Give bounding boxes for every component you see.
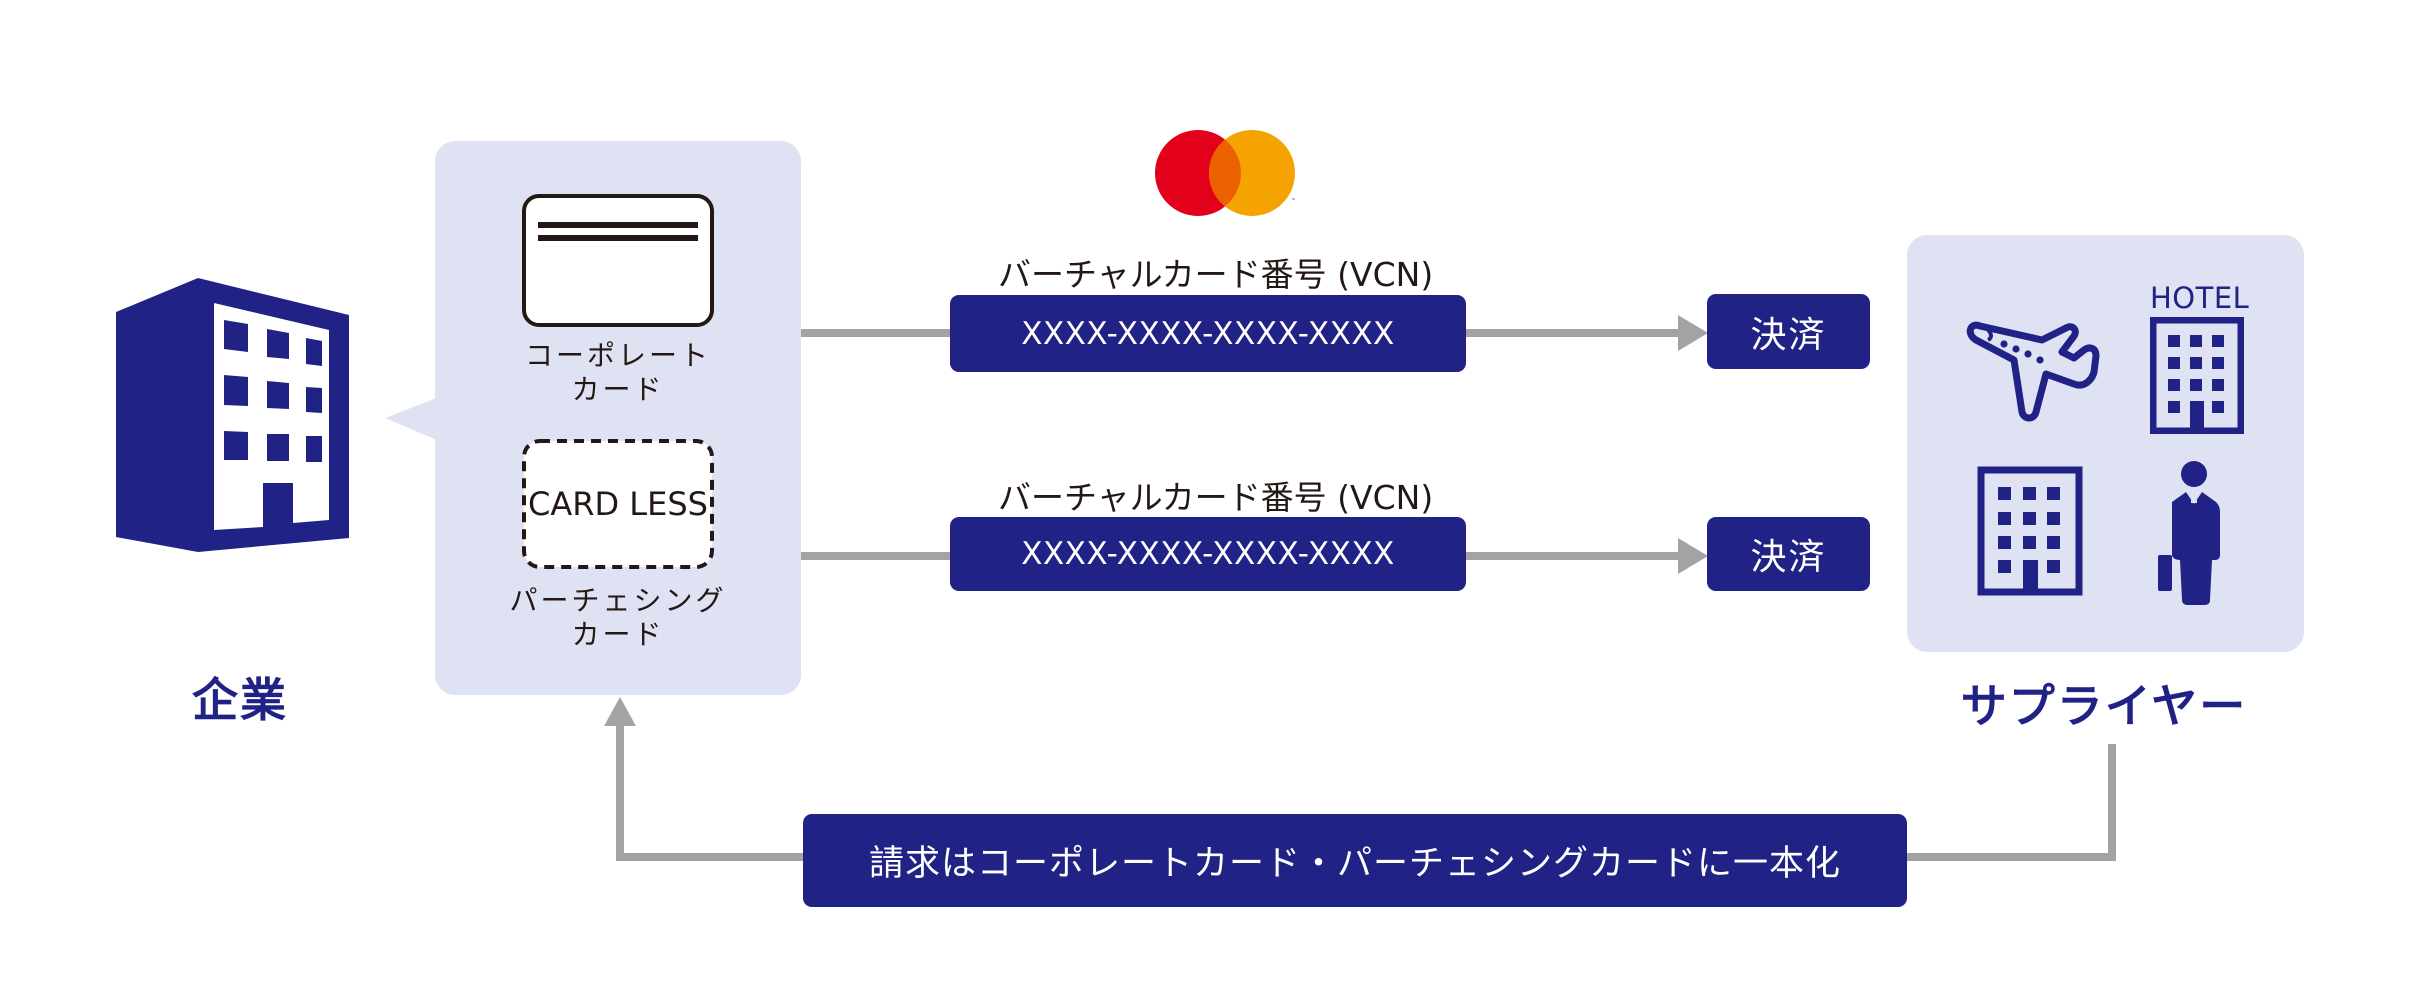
- svg-text:™: ™: [1291, 198, 1296, 204]
- flow-1-vcn-label: バーチャルカード番号 (VCN): [998, 255, 1434, 294]
- purchasing-card-label: パーチェシング カード: [435, 584, 801, 652]
- hotel-building-icon: [2150, 317, 2244, 434]
- cardless-text[interactable]: CARD LESS: [528, 485, 708, 523]
- flow-1-vcn-number-box[interactable]: XXXX-XXXX-XXXX-XXXX: [950, 295, 1466, 372]
- billing-return-line-left: [616, 720, 803, 861]
- flow-2-vcn-number-box[interactable]: XXXX-XXXX-XXXX-XXXX: [950, 517, 1466, 591]
- purchasing-card-label-line1: パーチェシング: [509, 584, 727, 617]
- office-building-icon: [1977, 466, 2083, 596]
- billing-return-line: [1907, 744, 2116, 861]
- flow-1-arrowhead-icon: [1678, 315, 1708, 351]
- mastercard-logo-icon: ™: [1155, 130, 1296, 216]
- corporate-card-icon[interactable]: [521, 193, 715, 328]
- cardless-card-outline: [522, 439, 714, 569]
- airplane-icon: [1966, 321, 2100, 422]
- purchasing-card-label-line2: カード: [571, 618, 665, 651]
- company-building-icon: [116, 278, 349, 552]
- billing-consolidation-box[interactable]: 請求はコーポレートカード・パーチェシングカードに一本化: [803, 814, 1907, 907]
- flow-1-settlement-box[interactable]: 決済: [1707, 294, 1870, 369]
- company-label: 企業: [192, 673, 288, 727]
- supplier-panel: [1907, 235, 2304, 652]
- corporate-card-label: コーポレート カード: [435, 339, 801, 407]
- callout-pointer: [385, 397, 439, 441]
- billing-arrowhead-icon: [604, 697, 636, 726]
- corporate-card-label-line2: カード: [571, 373, 665, 406]
- flow-2-arrowhead-icon: [1678, 538, 1708, 574]
- corporate-card-label-line1: コーポレート: [524, 339, 711, 372]
- hotel-text: HOTEL: [2150, 281, 2250, 315]
- supplier-label: サプライヤー: [1960, 679, 2248, 733]
- businessperson-icon: [2158, 461, 2220, 605]
- flow-2-settlement-box[interactable]: 決済: [1707, 517, 1870, 591]
- flow-2-vcn-label: バーチャルカード番号 (VCN): [998, 478, 1434, 517]
